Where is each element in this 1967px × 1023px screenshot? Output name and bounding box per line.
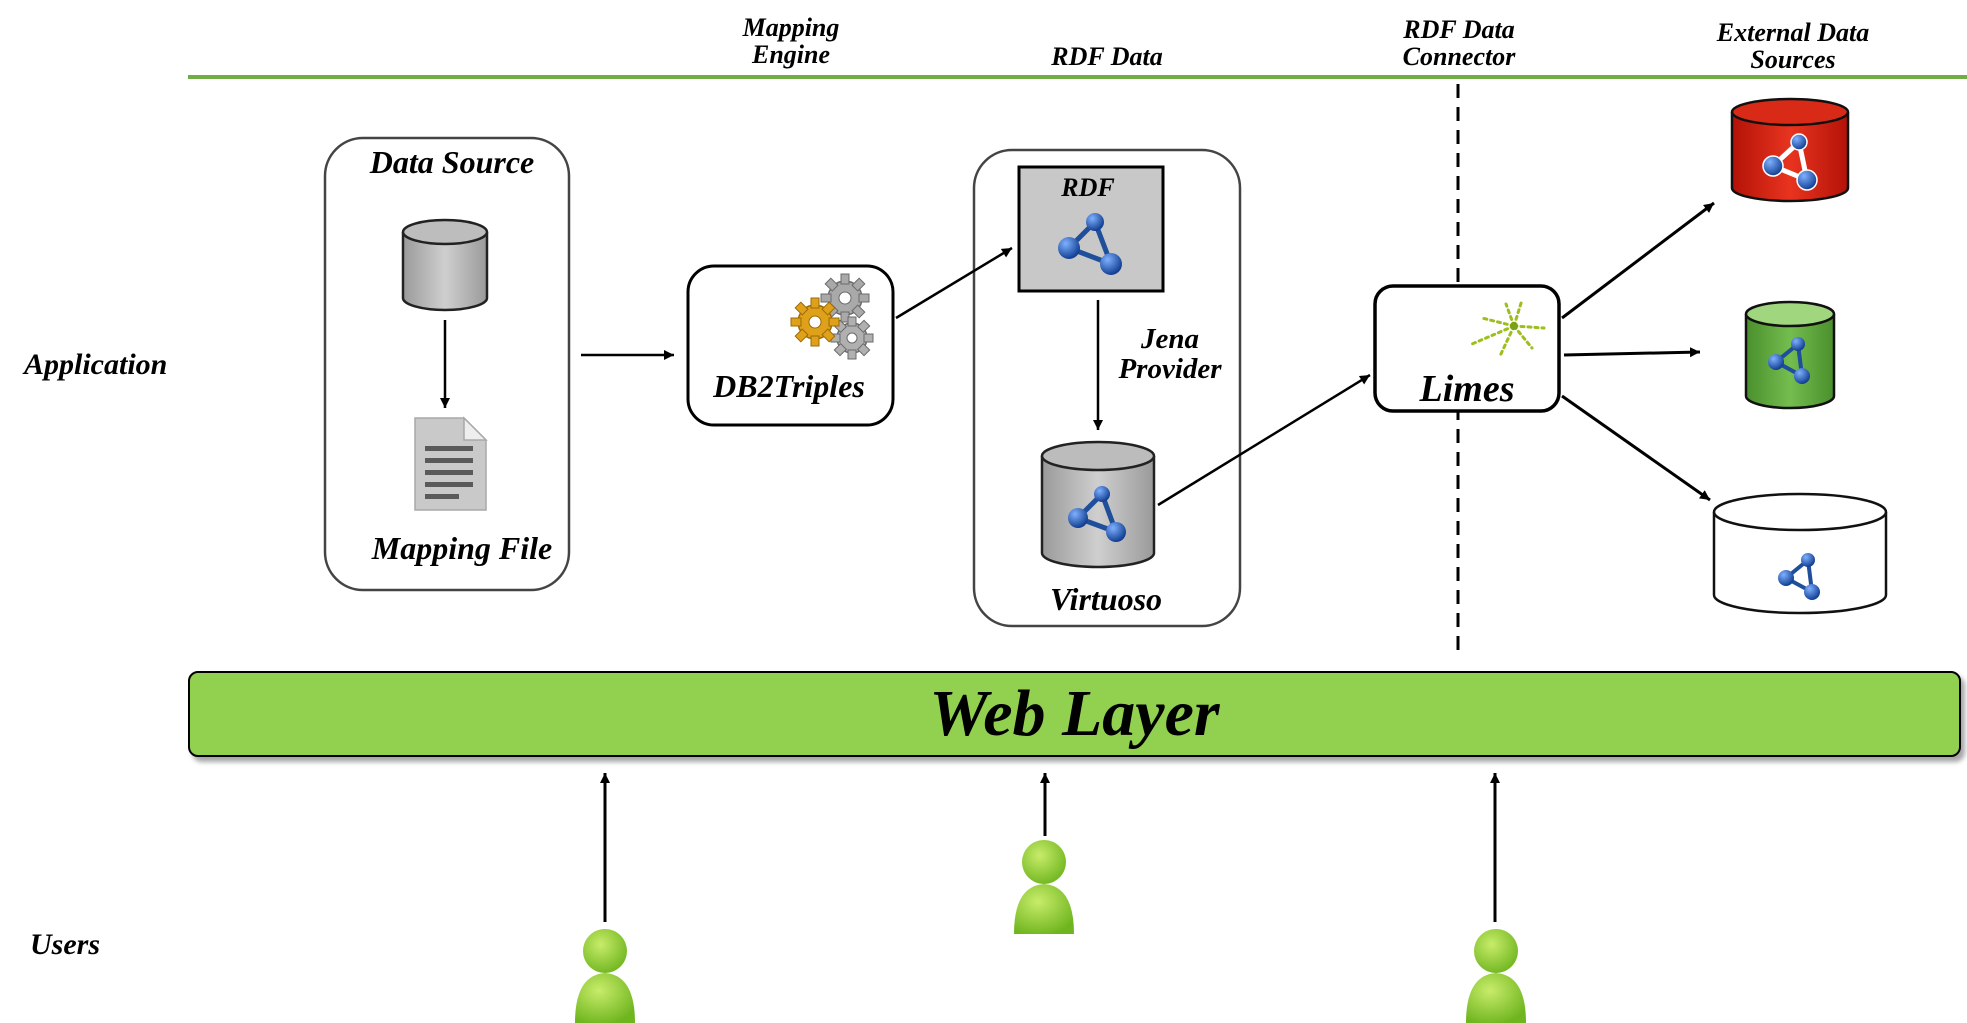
row-label-application: Application: [24, 348, 168, 381]
data-source-group: [323, 136, 571, 592]
web-layer-label: Web Layer: [929, 677, 1220, 750]
external-source-green: [1744, 300, 1836, 410]
arrow-virtuoso-to-limes: [1157, 373, 1371, 507]
arrow-db2triples-to-rdf: [895, 246, 1013, 320]
header-mapping-engine: Mapping Engine: [742, 13, 840, 70]
mapping-file-label: Mapping File: [371, 530, 553, 566]
db2triples-label: DB2Triples: [713, 368, 865, 404]
arrow-limes-to-green-source: [1563, 347, 1701, 358]
data-source-label: Data Source: [369, 144, 535, 180]
user-icon: [575, 929, 635, 1023]
header-external-data-sources: External Data Sources: [1716, 18, 1870, 75]
row-label-users: Users: [30, 928, 101, 961]
limes-label: Limes: [1419, 368, 1515, 410]
user-icon: [1014, 840, 1074, 934]
database-cylinder-icon: [401, 218, 489, 312]
arrow-limes-to-white-source: [1561, 394, 1711, 502]
rdf-graph-icon: [1762, 133, 1818, 191]
external-source-red: [1730, 97, 1850, 203]
arrow-limes-to-red-source: [1561, 201, 1715, 320]
header-rdf-data-connector: RDF Data Connector: [1402, 15, 1516, 72]
header-rdf-data: RDF Data: [1051, 42, 1163, 71]
virtuoso-label: Virtuoso: [1049, 581, 1163, 617]
rdf-graph-icon: [1058, 213, 1122, 275]
rdf-graph-icon: [1768, 337, 1810, 384]
rdf-graph-icon: [1778, 553, 1820, 600]
virtuoso-database-icon: [1040, 440, 1156, 569]
rdf-graph-icon: [1068, 486, 1126, 542]
external-source-white: [1712, 492, 1888, 615]
limes-logo-icon: [1470, 298, 1546, 358]
limes-box[interactable]: [1373, 284, 1561, 413]
gears-icon: [790, 273, 874, 360]
document-icon: [414, 416, 488, 511]
user-icon: [1466, 929, 1526, 1023]
jena-provider-label: Jena Provider: [1118, 323, 1222, 386]
rdf-label: RDF: [1061, 173, 1115, 202]
web-layer-bar[interactable]: Web Layer: [188, 671, 1961, 757]
